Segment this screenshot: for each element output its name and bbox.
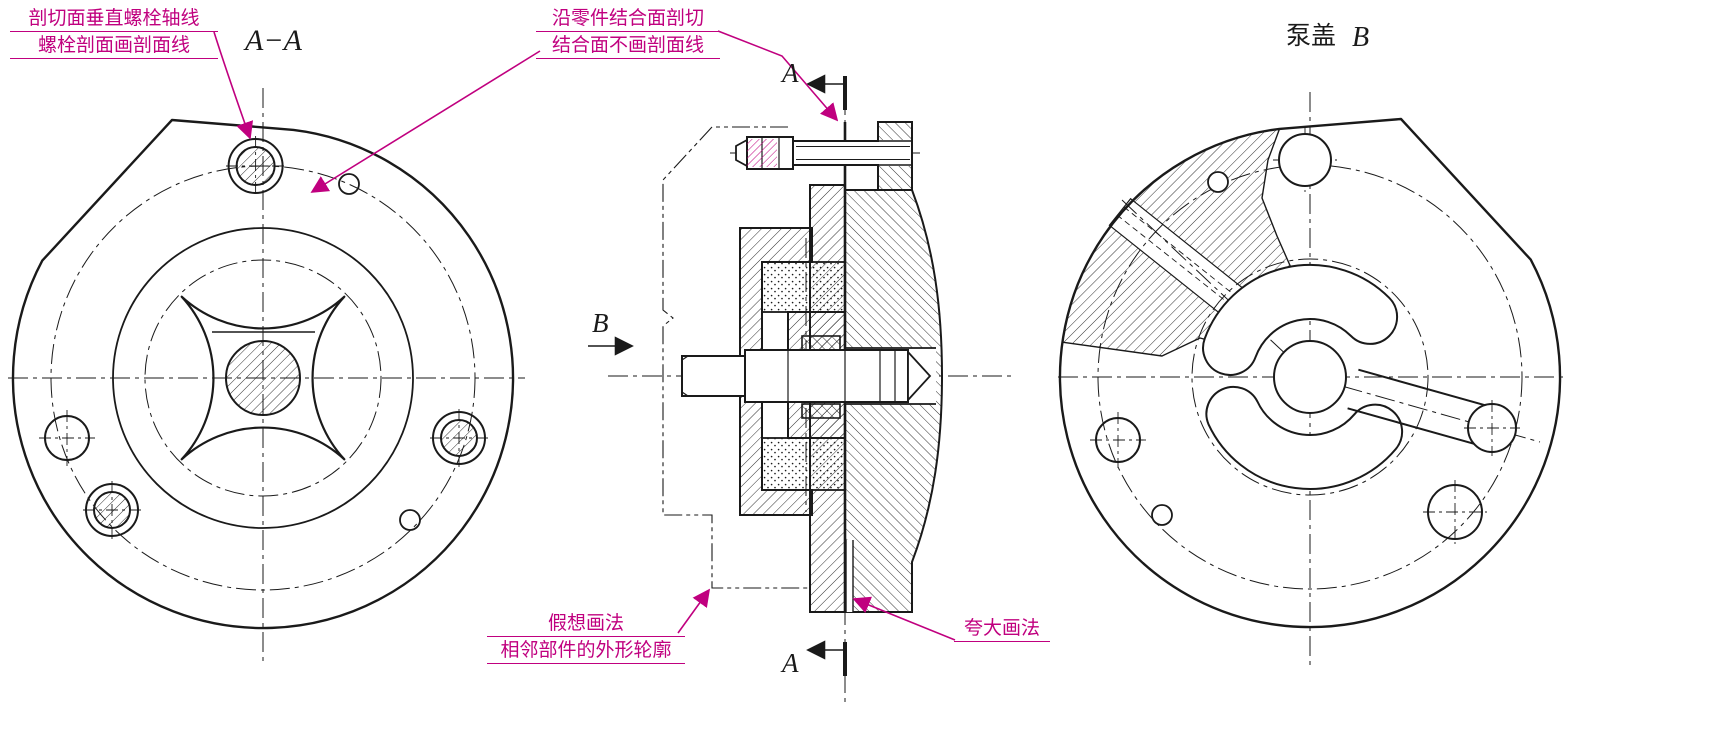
cover-hole-left — [1090, 412, 1146, 468]
leader-joint-face-right — [717, 30, 839, 122]
annotation-imaginary-line1: 假想画法 — [487, 610, 685, 637]
small-pin-hole-bottom-right — [399, 509, 421, 531]
view-b-arrow-label: B — [592, 308, 609, 338]
annotation-leader-lines — [213, 30, 956, 641]
plain-hole-left — [39, 410, 95, 466]
kidney-slot-lower — [1205, 385, 1404, 490]
pump-cover-b-label-letter: B — [1352, 22, 1369, 53]
annotation-bolt-section-line1: 剖切面垂直螺栓轴线 — [10, 5, 218, 32]
annotation-exaggerated-method: 夸大画法 — [954, 615, 1050, 642]
slot-axis-centerline — [1309, 376, 1541, 443]
center-hub-circle — [1273, 340, 1347, 414]
annotation-joint-face: 沿零件结合面剖切 结合面不画剖面线 — [536, 5, 720, 59]
cover-hole-bottom-right — [1423, 480, 1487, 544]
annotation-bolt-section: 剖切面垂直螺栓轴线 螺栓剖面画剖面线 — [10, 5, 218, 59]
annotation-imaginary-line2: 相邻部件的外形轮廓 — [487, 637, 685, 664]
phantom-outline-adjacent-part — [662, 126, 808, 589]
center-stud-section — [225, 340, 301, 416]
channel-axis-centerline — [1121, 199, 1311, 378]
stud-head-highlight-hatch — [747, 139, 777, 167]
section-aa-label: A−A — [243, 24, 303, 57]
exaggerated-gap — [845, 540, 854, 612]
stud-shank — [792, 140, 881, 166]
leader-bolt-section — [213, 31, 254, 140]
kidney-slot-upper — [1202, 263, 1399, 376]
cut-line-a-top-label: A — [780, 58, 799, 88]
flange-bolt-hole — [879, 140, 911, 166]
view-assembly-section — [588, 74, 1015, 705]
bolt-hole-bottom-left-sectioned — [83, 481, 141, 539]
bushing-bottom-section — [761, 437, 846, 491]
cover-pitch-circle-centerline — [1191, 258, 1429, 496]
cut-line-a-bottom-label: A — [780, 648, 799, 678]
pump-cover-outline — [1058, 117, 1562, 629]
view-pump-cover-b — [1058, 92, 1568, 668]
key-top-section — [801, 335, 841, 351]
bolt-hole-right-sectioned — [430, 409, 488, 467]
pitch-circle-centerline — [144, 259, 382, 497]
annotation-bolt-section-line2: 螺栓剖面画剖面线 — [10, 32, 218, 59]
drive-shaft — [681, 349, 932, 403]
leader-exaggerated — [852, 596, 956, 641]
cover-pin-hole-top-left — [1207, 171, 1229, 193]
leader-joint-face-left — [310, 50, 541, 193]
annotation-joint-face-line2: 结合面不画剖面线 — [536, 32, 720, 59]
chamber-bore-circle — [112, 227, 414, 529]
annotation-joint-face-line1: 沿零件结合面剖切 — [536, 5, 720, 32]
bolt-hole-top-sectioned — [226, 136, 286, 196]
pump-cover-b-label-text: 泵盖 — [1286, 21, 1336, 50]
cutting-plane-a-marks — [806, 74, 847, 676]
shaft-cone-tip — [907, 349, 932, 403]
key-bottom-section — [801, 403, 841, 419]
bushing-top-section — [761, 261, 846, 313]
cover-hole-top — [1273, 128, 1337, 192]
pump-body-outline — [11, 118, 515, 630]
small-pin-hole-top — [338, 173, 360, 195]
annotation-exaggerated-line1: 夸大画法 — [954, 615, 1050, 642]
diagonal-slot — [1347, 368, 1520, 456]
star-rotor-outline — [180, 295, 346, 461]
annotation-imaginary-method: 假想画法 相邻部件的外形轮廓 — [487, 610, 685, 664]
view-section-aa — [8, 88, 525, 665]
top-stud-bolt — [735, 136, 911, 170]
leader-imaginary — [677, 588, 711, 634]
cover-pin-hole-bottom-left — [1151, 504, 1173, 526]
